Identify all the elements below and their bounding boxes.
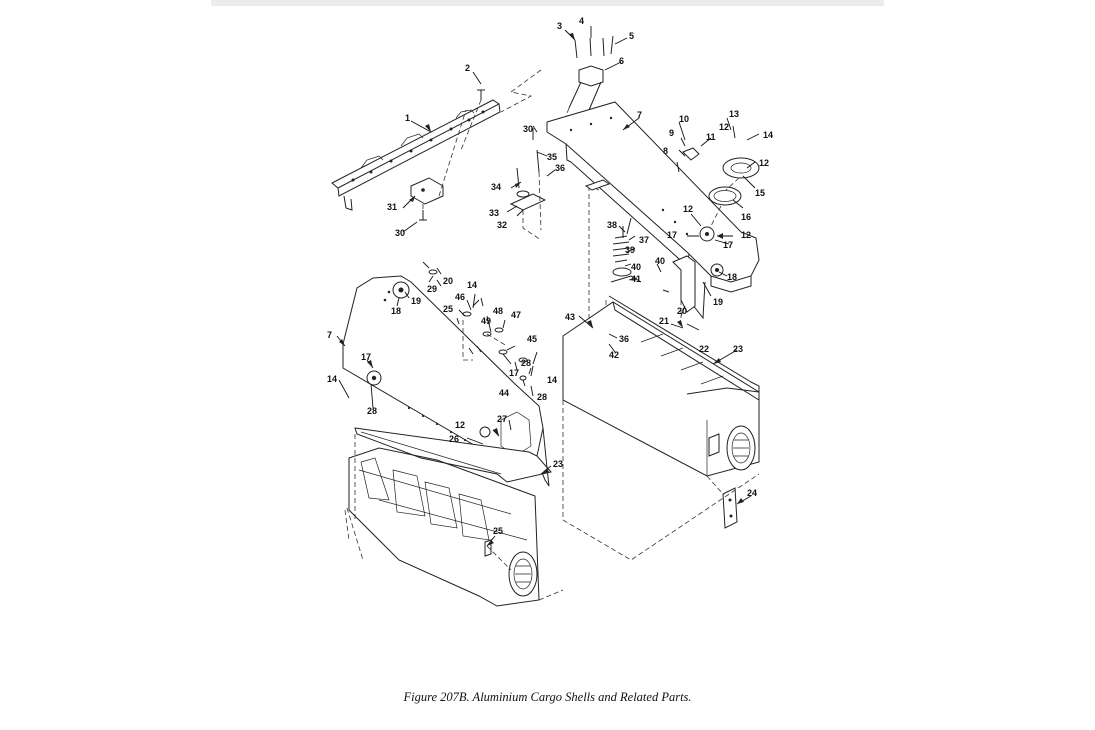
callout-17-a: 17 (667, 230, 677, 240)
callout-12-a: 12 (719, 122, 729, 132)
callout-36-a: 36 (555, 163, 565, 173)
callout-19-b: 19 (411, 296, 421, 306)
callout-42: 42 (609, 350, 619, 360)
callout-9: 9 (669, 128, 674, 138)
callout-27: 27 (497, 414, 507, 424)
callout-23-b: 23 (553, 459, 563, 469)
callout-26: 26 (449, 434, 459, 444)
callout-1: 1 (405, 113, 410, 123)
callout-14-a: 14 (763, 130, 773, 140)
callout-28-b: 28 (521, 358, 531, 368)
figure-caption: Figure 207B. Aluminium Cargo Shells and … (403, 690, 692, 704)
callout-7-right-shell: 7 (637, 110, 642, 120)
callout-7-left-shell: 7 (327, 330, 332, 340)
callout-38: 38 (607, 220, 617, 230)
callout-47: 47 (511, 310, 521, 320)
callout-19-a: 19 (713, 297, 723, 307)
callout-24: 24 (747, 488, 757, 498)
callout-4: 4 (579, 16, 584, 26)
callout-46: 46 (455, 292, 465, 302)
callout-36-b: 36 (619, 334, 629, 344)
callout-14-d: 14 (547, 375, 557, 385)
callout-34: 34 (491, 182, 501, 192)
callout-20-a: 20 (677, 306, 687, 316)
leader-lines (336, 26, 760, 547)
callout-5: 5 (629, 31, 634, 41)
callout-20-b: 20 (443, 276, 453, 286)
callout-12-e: 12 (455, 420, 465, 430)
callout-22: 22 (699, 344, 709, 354)
callout-45: 45 (527, 334, 537, 344)
callout-13: 13 (729, 109, 739, 119)
callout-37: 37 (639, 235, 649, 245)
callout-23-a: 23 (733, 344, 743, 354)
callout-25-a: 25 (443, 304, 453, 314)
callout-17-d: 17 (509, 368, 519, 378)
callout-48: 48 (493, 306, 503, 316)
callout-49: 49 (481, 316, 491, 326)
exploded-parts-diagram: 1 2 3 4 5 6 7 7 8 9 10 11 12 12 12 12 12… (327, 16, 773, 607)
callout-12-b: 12 (759, 158, 769, 168)
callout-18-a: 18 (727, 272, 737, 282)
center-hardware-group (509, 128, 696, 347)
callout-44: 44 (499, 388, 509, 398)
callout-29: 29 (427, 284, 437, 294)
callout-2: 2 (465, 63, 470, 73)
callout-28-c: 28 (537, 392, 547, 402)
callout-33: 33 (489, 208, 499, 218)
callout-6: 6 (619, 56, 624, 66)
callout-14-c: 14 (327, 374, 337, 384)
page-top-edge (211, 0, 884, 6)
callout-8: 8 (663, 146, 668, 156)
callout-18-b: 18 (391, 306, 401, 316)
callout-17-b: 17 (723, 240, 733, 250)
callout-30-b: 30 (395, 228, 405, 238)
callout-43: 43 (565, 312, 575, 322)
document-page: 1 2 3 4 5 6 7 7 8 9 10 11 12 12 12 12 12… (211, 0, 884, 730)
callout-17-c: 17 (361, 352, 371, 362)
callout-12-c: 12 (683, 204, 693, 214)
callout-16: 16 (741, 212, 751, 222)
callout-40-b: 40 (655, 256, 665, 266)
callout-labels: 1 2 3 4 5 6 7 7 8 9 10 11 12 12 12 12 12… (327, 16, 773, 536)
callout-40-a: 40 (631, 262, 641, 272)
callout-32: 32 (497, 220, 507, 230)
right-lower-cargo-tray (562, 295, 760, 561)
callout-15: 15 (755, 188, 765, 198)
right-upper-cargo-shell (546, 101, 760, 320)
callout-31: 31 (387, 202, 397, 212)
callout-10: 10 (679, 114, 689, 124)
callout-39: 39 (625, 245, 635, 255)
side-rail-part (331, 89, 501, 221)
callout-41: 41 (631, 274, 641, 284)
callout-3: 3 (557, 21, 562, 31)
left-lower-strip-and-body (344, 427, 564, 607)
callout-12-d: 12 (741, 230, 751, 240)
top-support-post (500, 35, 614, 131)
callout-21: 21 (659, 316, 669, 326)
callout-14-b: 14 (467, 280, 477, 290)
callout-25-b: 25 (493, 526, 503, 536)
callout-28-a: 28 (367, 406, 377, 416)
callout-30-a: 30 (523, 124, 533, 134)
callout-11: 11 (706, 132, 716, 142)
callout-35: 35 (547, 152, 557, 162)
